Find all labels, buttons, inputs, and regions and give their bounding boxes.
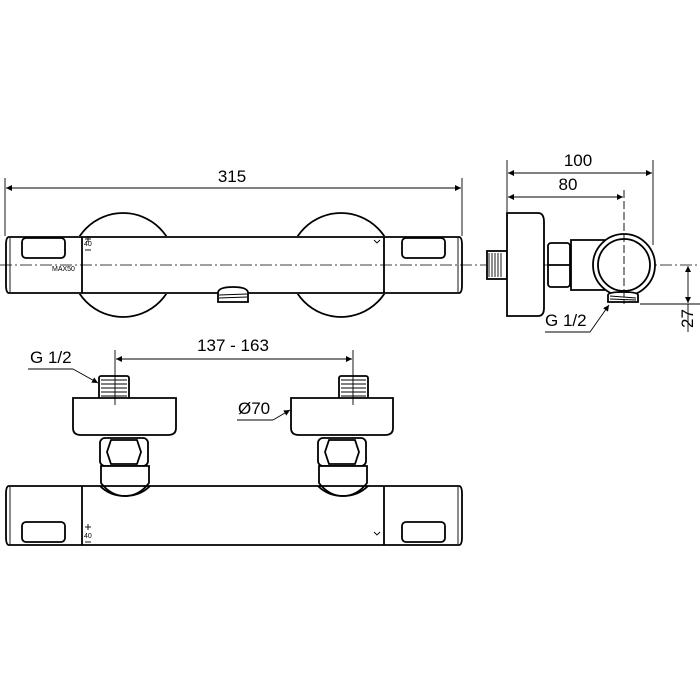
dim-depth-total: 100	[564, 151, 592, 170]
dim-outlet-height: 27	[678, 309, 697, 328]
side-view: 100 80 27 G 1/2	[486, 151, 700, 333]
right-window	[401, 237, 446, 259]
top-temp-label: 40	[84, 533, 92, 540]
left-window	[21, 237, 66, 259]
dim-inlet-thread: G 1/2	[30, 348, 72, 367]
dim-outlet-thread: G 1/2	[545, 311, 587, 330]
dim-depth-axis: 80	[559, 175, 578, 194]
dim-overall-length: 315	[218, 167, 246, 186]
left-top-rosette	[72, 397, 177, 436]
side-rosette	[506, 212, 545, 317]
side-ring	[592, 233, 656, 297]
dim-inlet-spacing: 137 - 163	[197, 336, 269, 355]
top-mixer-body	[5, 485, 463, 546]
front-view: MAX50 40 315	[0, 167, 700, 318]
temp-label: 40	[84, 241, 92, 248]
top-view: 40 137 - 163 G 1/2 Ø70	[5, 336, 463, 546]
max-label: MAX50	[52, 266, 75, 273]
dim-rosette-diameter: Ø70	[238, 399, 270, 418]
right-top-rosette	[290, 397, 394, 436]
mixer-body	[5, 236, 463, 294]
